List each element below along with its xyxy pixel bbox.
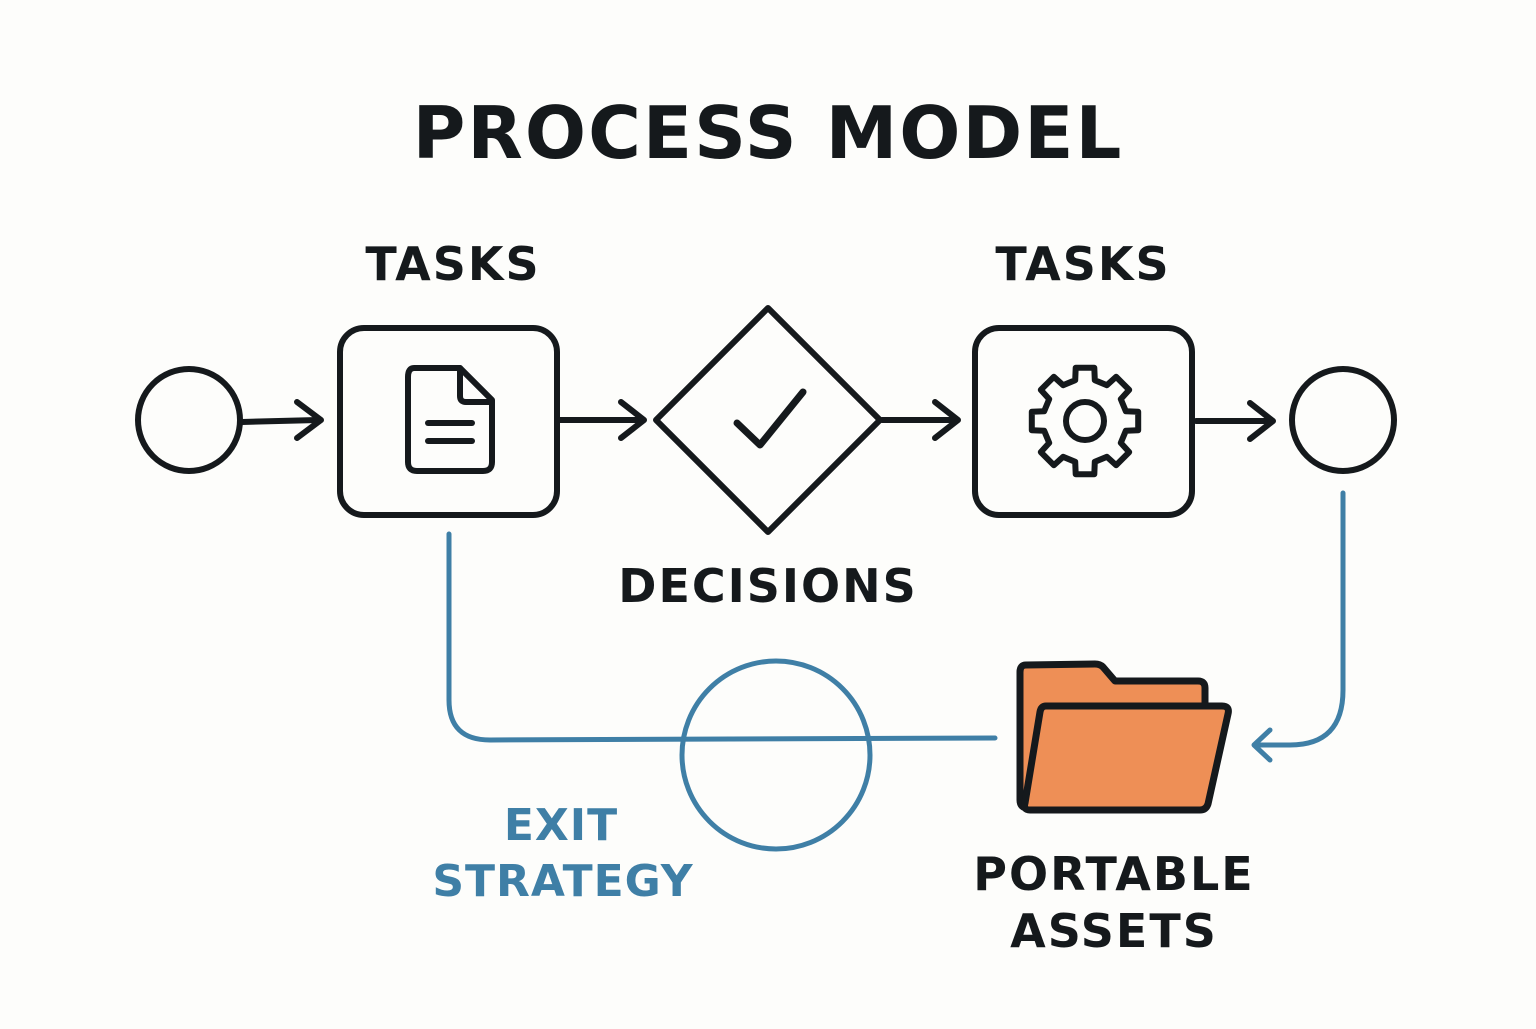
exit-strategy-circle <box>679 658 873 852</box>
task2-box <box>972 325 1195 518</box>
assets-label-line1: PORTABLE <box>973 847 1254 901</box>
task2-label: TASKS <box>995 237 1170 291</box>
task1-box <box>337 325 560 518</box>
assets-label-line2: ASSETS <box>1010 904 1218 958</box>
start-event-circle <box>135 366 243 474</box>
exit-label-line2: STRATEGY <box>432 856 693 907</box>
exit-path-line <box>446 531 998 743</box>
end-event-circle <box>1289 366 1397 474</box>
decision-diamond <box>653 305 883 535</box>
arrow-decision-to-task2 <box>879 399 961 441</box>
document-icon <box>405 365 495 474</box>
checkmark-icon <box>733 388 807 449</box>
arrow-task2-to-end <box>1193 400 1276 442</box>
task1-label: TASKS <box>365 237 540 291</box>
exit-label-line1: EXIT <box>504 800 618 851</box>
gear-icon <box>1028 364 1142 478</box>
arrow-start-to-task1 <box>239 399 324 441</box>
arrow-task1-to-decision <box>557 399 647 441</box>
decision-label: DECISIONS <box>618 559 917 613</box>
diagram-title: PROCESS MODEL <box>413 91 1124 175</box>
blue-connector-end-to-assets <box>1251 490 1346 763</box>
folder-icon <box>1016 660 1232 814</box>
